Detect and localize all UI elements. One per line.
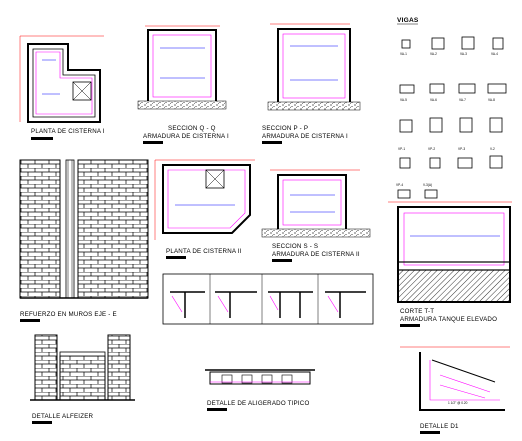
section-s: SECCION S - S ARMADURA DE CISTERNA II: [261, 169, 371, 262]
details-strip: [162, 273, 374, 325]
section-p-subtitle: ARMADURA DE CISTERNA I: [262, 133, 348, 140]
beam-label-11: VP-3: [458, 147, 465, 151]
beam-label-14: V-3(A): [423, 183, 432, 187]
sill-detail-title: DETALLE ALFEIZER: [32, 413, 94, 420]
plan-cistern-1-title: PLANTA DE CISTERNA I: [31, 128, 105, 135]
beam-label-8: VA-8: [488, 98, 495, 102]
beam-label-10: VP-2: [428, 147, 435, 151]
beams-schedule: VIGAS VA-1 VA-2 VA-3 VA-4 VA-5 VA-6 VA-7…: [396, 17, 507, 199]
section-p-title: SECCION P - P: [262, 125, 308, 132]
section-q-title: SECCION Q - Q: [168, 125, 216, 132]
sill-detail: DETALLE ALFEIZER: [30, 334, 135, 424]
section-t-subtitle: ARMADURA TANQUE ELEVADO: [400, 316, 497, 323]
beam-label-12: V-2: [490, 147, 495, 151]
section-s-title: SECCION S - S: [272, 243, 318, 250]
slab-detail-title: DETALLE DE ALIGERADO TIPICO: [207, 400, 309, 407]
wall-reinforcement-title: REFUERZO EN MUROS EJE - E: [20, 311, 117, 318]
beam-label-3: VA-3: [460, 52, 467, 56]
detail-d1-title: DETALLE D1: [420, 423, 459, 430]
beam-label-6: VA-6: [430, 98, 437, 102]
wall-reinforcement: REFUERZO EN MUROS EJE - E: [19, 159, 149, 322]
beam-label-1: VA-1: [400, 52, 407, 56]
section-s-subtitle: ARMADURA DE CISTERNA II: [272, 251, 360, 258]
beam-label-9: VP-1: [398, 147, 405, 151]
plan-cistern-1: PLANTA DE CISTERNA I: [19, 35, 105, 140]
section-q: SECCION Q - Q ARMADURA DE CISTERNA I: [137, 25, 229, 144]
beam-label-5: VA-5: [400, 98, 407, 102]
section-p: SECCION P - P ARMADURA DE CISTERNA I: [262, 23, 361, 144]
plan-cistern-2: PLANTA DE CISTERNA II: [154, 159, 255, 259]
section-t-title: CORTE T-T: [400, 308, 434, 315]
beam-label-4: VA-4: [491, 52, 498, 56]
detail-d1: 1 1/2" @ 0.20 DETALLE D1: [400, 346, 510, 434]
section-q-subtitle: ARMADURA DE CISTERNA I: [143, 133, 229, 140]
d1-bar-note: 1 1/2" @ 0.20: [448, 401, 468, 405]
section-t: CORTE T-T ARMADURA TANQUE ELEVADO: [388, 201, 512, 327]
beam-label-2: VA-2: [430, 52, 437, 56]
plan-cistern-2-title: PLANTA DE CISTERNA II: [166, 248, 242, 255]
beams-title: VIGAS: [397, 17, 419, 24]
slab-detail: DETALLE DE ALIGERADO TIPICO: [205, 369, 315, 411]
beam-label-13: VP-4: [396, 183, 403, 187]
beam-label-7: VA-7: [459, 98, 466, 102]
